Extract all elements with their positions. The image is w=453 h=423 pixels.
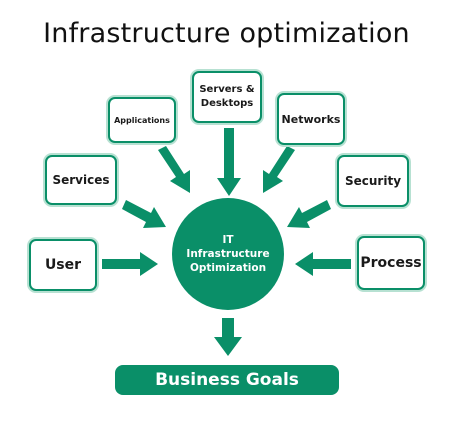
arrow-services — [122, 200, 166, 228]
arrow-networks — [263, 146, 295, 193]
node-user: User — [29, 239, 97, 291]
node-services: Services — [45, 155, 117, 205]
node-services-label: Services — [52, 173, 110, 187]
arrow-security — [287, 200, 331, 228]
arrow-user — [102, 252, 158, 276]
node-networks-label: Networks — [281, 112, 341, 126]
page-title: Infrastructure optimization — [43, 18, 410, 49]
center-label-line1: IT — [222, 234, 234, 246]
node-security-label: Security — [344, 174, 402, 188]
arrow-servers — [217, 128, 241, 196]
node-security: Security — [337, 155, 409, 207]
arrow-goal — [214, 318, 242, 356]
arrow-applications — [158, 146, 190, 193]
node-applications-label: Applications — [114, 115, 170, 125]
node-process-label: Process — [360, 255, 422, 271]
business-goals-banner: Business Goals — [115, 365, 339, 395]
node-applications: Applications — [108, 97, 176, 143]
center-label-line3: Optimization — [189, 262, 267, 274]
node-process: Process — [357, 236, 425, 290]
center-label-line2: Infrastructure — [186, 248, 270, 260]
node-networks: Networks — [277, 93, 345, 145]
arrow-process — [295, 252, 351, 276]
center-node: IT Infrastructure Optimization — [172, 198, 284, 310]
node-servers-label-line1: Servers & — [199, 84, 255, 95]
business-goals-label: Business Goals — [155, 370, 299, 390]
node-servers-desktops: Servers & Desktops — [192, 71, 262, 123]
node-user-label: User — [44, 257, 82, 273]
node-servers-label-line2: Desktops — [200, 98, 254, 109]
